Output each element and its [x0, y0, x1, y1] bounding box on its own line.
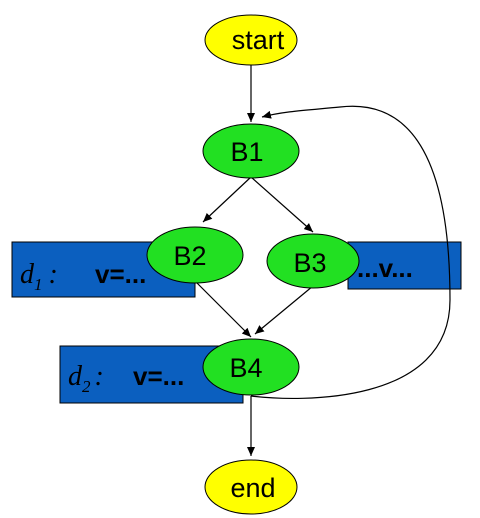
- node-start: start: [204, 14, 298, 66]
- definition-box-b3-use: [347, 241, 462, 290]
- definition-d2-statement: v=...: [133, 361, 184, 391]
- edge-b1-b3: [250, 176, 314, 233]
- node-start-label: start: [232, 25, 285, 55]
- node-b3-label: B3: [293, 248, 326, 278]
- node-b2: B2: [146, 226, 244, 284]
- definition-d2-label: d2:: [68, 361, 104, 396]
- node-b1-label: B1: [230, 137, 263, 167]
- node-end: end: [204, 459, 298, 515]
- node-end-label: end: [230, 473, 275, 503]
- node-b3: B3: [266, 233, 360, 289]
- node-b4: B4: [202, 338, 300, 396]
- definition-d1-label: d1:: [20, 259, 58, 294]
- b3-use-statement: ...v...: [357, 253, 413, 283]
- definition-d1-statement: v=...: [95, 259, 146, 289]
- edge-b2-b4: [195, 281, 252, 338]
- edge-b4-loop-b1: [250, 105, 451, 400]
- edge-b3-b4: [254, 285, 314, 335]
- node-b1: B1: [202, 123, 300, 179]
- edge-b1-b2: [202, 176, 252, 223]
- node-b2-label: B2: [173, 241, 206, 271]
- node-b4-label: B4: [229, 353, 262, 383]
